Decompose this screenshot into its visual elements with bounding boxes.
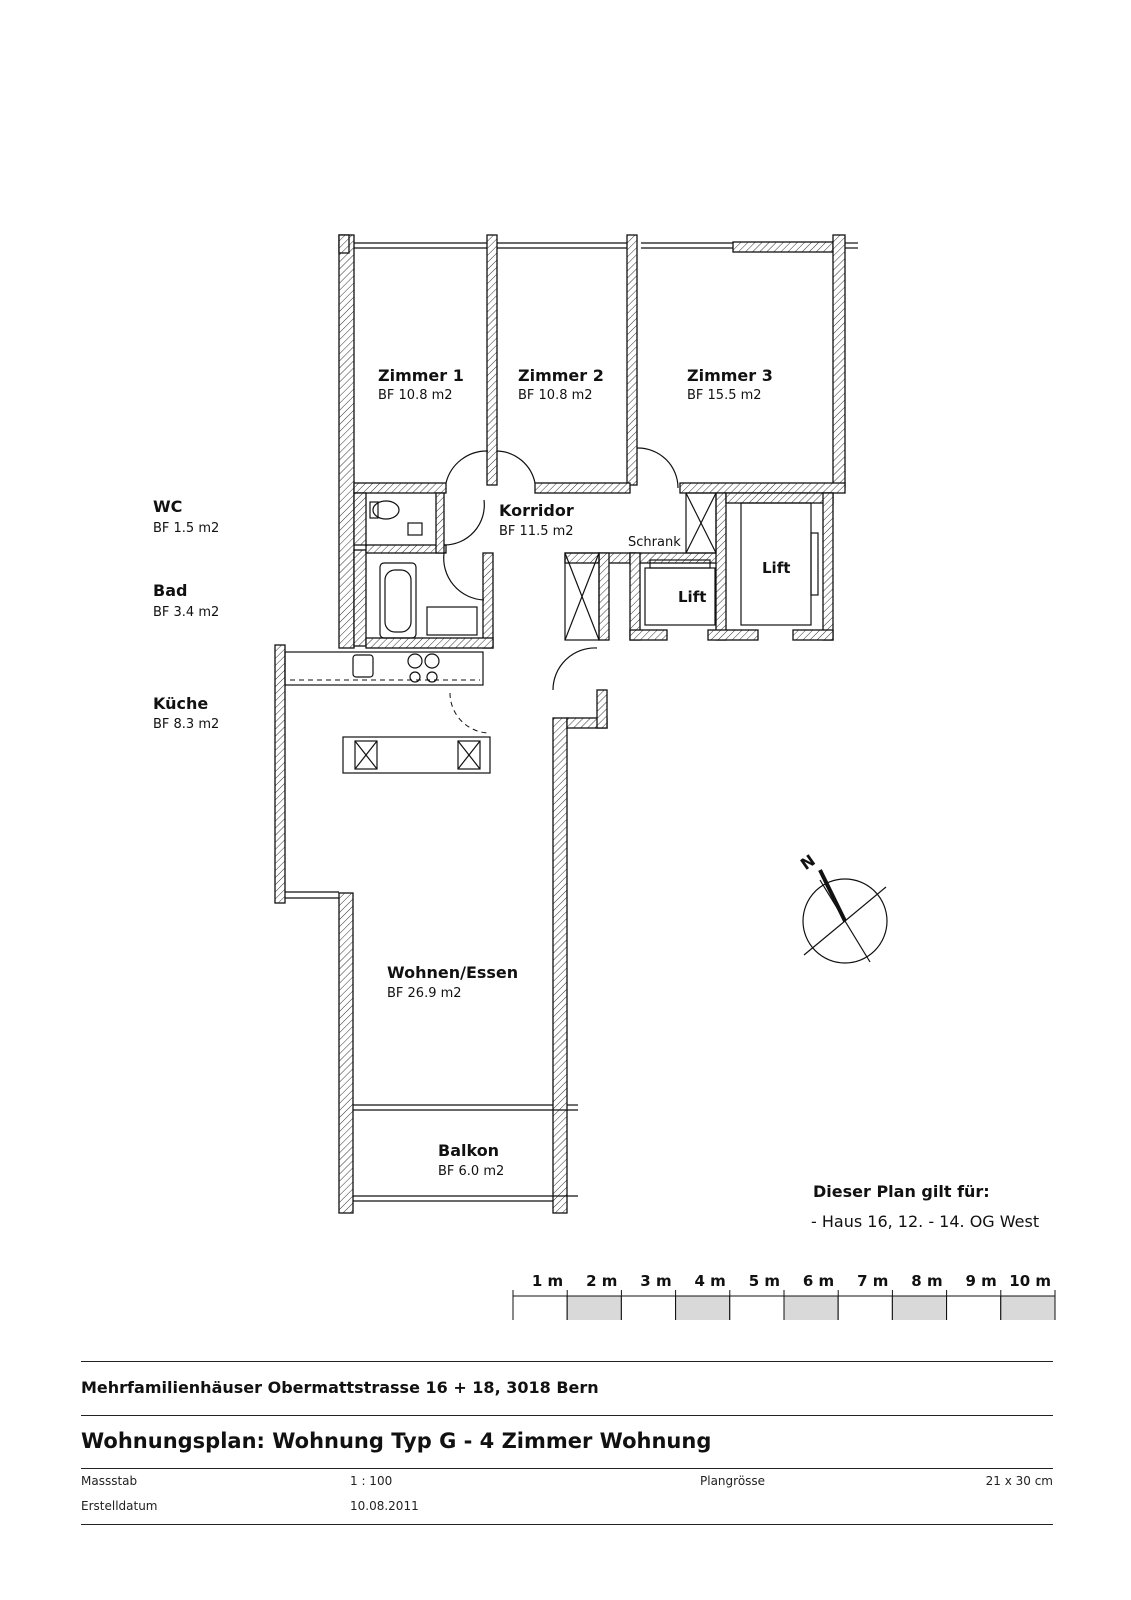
room-area: BF 15.5 m2: [687, 388, 762, 403]
scale-label: 1 m: [532, 1272, 563, 1290]
scale-segment: [566, 1295, 622, 1320]
side-label-name: Küche: [153, 694, 208, 713]
note-line: - Haus 16, 12. - 14. OG West: [811, 1212, 1039, 1231]
scale-label: 8 m: [911, 1272, 942, 1290]
room-area: BF 6.0 m2: [438, 1164, 504, 1179]
wall-east: [832, 234, 846, 488]
footer-rule: [81, 1524, 1053, 1525]
room-area: BF 26.9 m2: [387, 986, 462, 1001]
project-name: Mehrfamilienhäuser Obermattstrasse 16 + …: [81, 1378, 599, 1397]
floor-plan: N Zimmer 1 BF 10.8 m2 Zimmer 2 BF 10.8 m…: [153, 234, 1056, 1320]
side-label-area: BF 8.3 m2: [153, 717, 219, 732]
fixtures: [342, 492, 819, 774]
wall-partition-1-2: [486, 234, 498, 486]
scale-segment: [620, 1295, 677, 1320]
schrank-box: [685, 492, 717, 554]
room-area: BF 10.8 m2: [518, 388, 593, 403]
massstab-value: 1 : 100: [350, 1474, 393, 1488]
plangroesse-label: Plangrösse: [700, 1474, 766, 1488]
wall-west-living: [338, 892, 354, 1214]
footer-rule: [81, 1361, 1053, 1362]
scale-label: 2 m: [586, 1272, 617, 1290]
room-labels: Zimmer 1 BF 10.8 m2 Zimmer 2 BF 10.8 m2 …: [153, 366, 790, 1179]
side-label-area: BF 1.5 m2: [153, 521, 219, 536]
room-name: Balkon: [438, 1141, 499, 1160]
footer-rule: [81, 1468, 1053, 1469]
note-title: Dieser Plan gilt für:: [813, 1182, 990, 1201]
scale-label: 10 m: [1009, 1272, 1051, 1290]
room-name: Korridor: [499, 501, 574, 520]
scale-label: 3 m: [640, 1272, 671, 1290]
side-label-name: WC: [153, 497, 182, 516]
room-name: Zimmer 1: [378, 366, 464, 385]
room-name: Zimmer 2: [518, 366, 604, 385]
footer-rule: [81, 1415, 1053, 1416]
scale-segment: [1000, 1295, 1056, 1320]
bathtub: [379, 562, 417, 639]
scale-bar: 1 m 2 m 3 m 4 m 5 m 6 m 7 m 8 m 9 m 10 m: [512, 1272, 1056, 1320]
scale-segment: [729, 1295, 785, 1320]
lift-label: Lift: [762, 559, 790, 577]
plangroesse-value: 21 x 30 cm: [985, 1474, 1053, 1488]
wall-east-living: [552, 717, 568, 1214]
scale-segment: [675, 1295, 731, 1320]
room-name: Zimmer 3: [687, 366, 773, 385]
north-label: N: [797, 851, 819, 874]
north-arrow: N: [797, 851, 888, 964]
scale-segment: [946, 1295, 1002, 1320]
erstelldatum-value: 10.08.2011: [350, 1499, 419, 1513]
room-area: BF 11.5 m2: [499, 524, 574, 539]
walls: [274, 234, 858, 1214]
scale-label: 6 m: [803, 1272, 834, 1290]
toilet: [372, 500, 400, 520]
wall-north-segment: [732, 241, 834, 253]
scale-label: 5 m: [749, 1272, 780, 1290]
wall-partition-2-3: [626, 234, 638, 486]
scale-segment: [783, 1295, 839, 1320]
scale-segment: [837, 1295, 893, 1320]
side-label-name: Bad: [153, 581, 187, 600]
scale-label: 4 m: [695, 1272, 726, 1290]
scale-segment: [512, 1295, 568, 1320]
wall-west-kitchen: [274, 644, 286, 904]
scale-label: 7 m: [857, 1272, 888, 1290]
doors: [443, 447, 679, 734]
room-area: BF 10.8 m2: [378, 388, 453, 403]
erstelldatum-label: Erstelldatum: [81, 1499, 158, 1513]
plan-title: Wohnungsplan: Wohnung Typ G - 4 Zimmer W…: [81, 1429, 712, 1453]
schrank-label: Schrank: [628, 535, 681, 550]
scale-label: 9 m: [966, 1272, 997, 1290]
scale-segment: [891, 1295, 948, 1320]
lift-label: Lift: [678, 588, 706, 606]
massstab-label: Massstab: [81, 1474, 138, 1488]
washbasin: [426, 606, 478, 636]
dining-counter: [342, 736, 491, 774]
wall-west-upper: [338, 234, 355, 649]
side-label-area: BF 3.4 m2: [153, 605, 219, 620]
room-name: Wohnen/Essen: [387, 963, 518, 982]
